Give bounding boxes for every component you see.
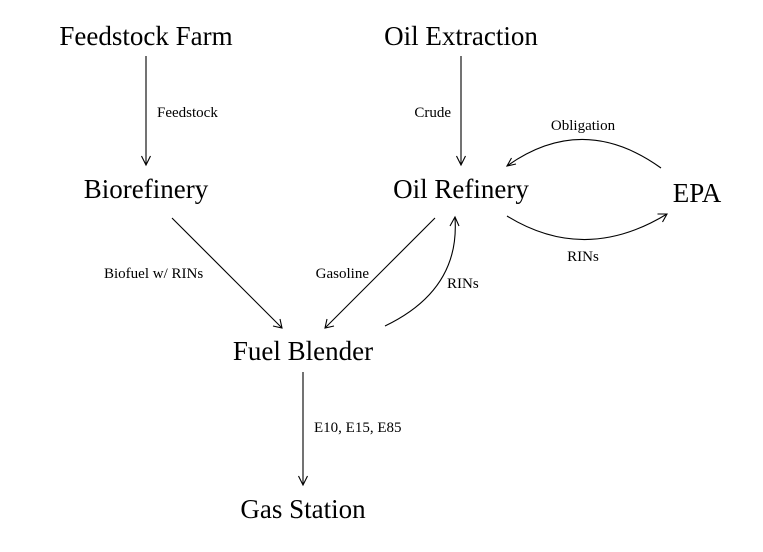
node-feedstock-farm: Feedstock Farm bbox=[59, 21, 232, 51]
edge-rins-blender-to-refinery bbox=[384, 215, 460, 327]
edge-label-crude: Crude bbox=[414, 105, 451, 121]
edge-label-rins-refinery-to-epa: RINs bbox=[567, 249, 599, 265]
node-oil-refinery: Oil Refinery bbox=[393, 174, 529, 204]
edge-label-rins-blender-to-refinery: RINs bbox=[447, 276, 479, 292]
edge-biofuel bbox=[171, 217, 283, 329]
node-epa: EPA bbox=[673, 178, 722, 208]
edge-rins-refinery-to-epa bbox=[506, 213, 668, 241]
edge-label-blends: E10, E15, E85 bbox=[314, 420, 402, 436]
edge-obligation bbox=[505, 138, 662, 169]
edge-label-biofuel: Biofuel w/ RINs bbox=[104, 266, 203, 282]
edge-gasoline bbox=[324, 217, 436, 329]
edge-label-feedstock: Feedstock bbox=[157, 105, 218, 121]
node-biorefinery: Biorefinery bbox=[84, 174, 209, 204]
edge-crude bbox=[456, 56, 466, 167]
edge-blends bbox=[298, 372, 308, 487]
node-fuel-blender: Fuel Blender bbox=[233, 336, 373, 366]
edge-label-obligation: Obligation bbox=[551, 118, 616, 134]
edge-label-gasoline: Gasoline bbox=[316, 266, 370, 282]
node-oil-extraction: Oil Extraction bbox=[384, 21, 538, 51]
edge-feedstock bbox=[141, 56, 151, 167]
node-gas-station: Gas Station bbox=[240, 494, 366, 524]
